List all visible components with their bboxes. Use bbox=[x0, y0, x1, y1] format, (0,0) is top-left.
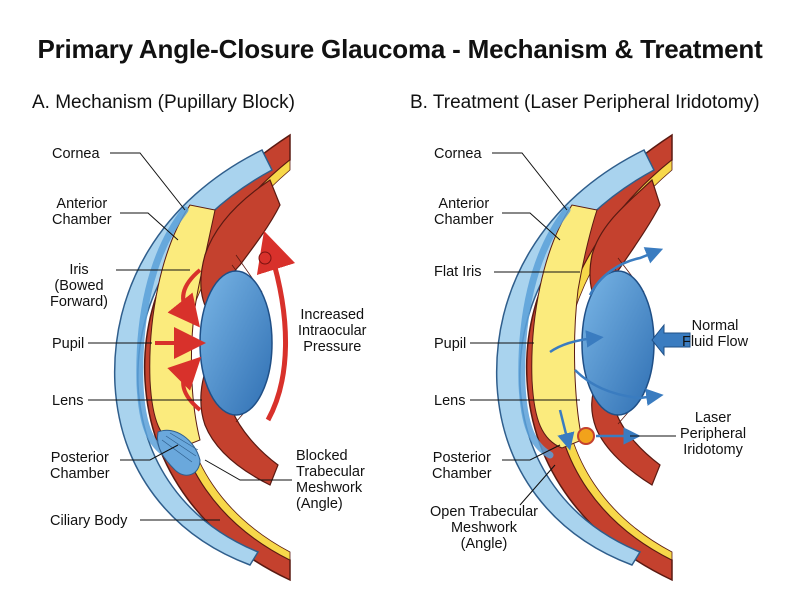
label-lens-b: Lens bbox=[434, 393, 466, 409]
label-anterior-chamber-a: Anterior Chamber bbox=[52, 196, 112, 228]
eye-diagram-b bbox=[470, 133, 691, 582]
flow-arrow-2 bbox=[549, 330, 604, 354]
pressure-dot bbox=[258, 251, 272, 265]
cornea-b bbox=[495, 148, 655, 566]
flow-arrow-4 bbox=[557, 409, 575, 451]
label-anterior-chamber-b: Anterior Chamber bbox=[434, 196, 494, 228]
label-posterior-chamber-a: Posterior Chamber bbox=[50, 450, 110, 482]
label-ciliary-body-a: Ciliary Body bbox=[50, 513, 128, 529]
eye-diagram-a bbox=[88, 133, 296, 582]
label-open-meshwork-b: Open Trabecular Meshwork (Angle) bbox=[430, 504, 539, 552]
label-normal-fluid-flow: Normal Fluid Flow bbox=[682, 318, 749, 350]
page-title: Primary Angle-Closure Glaucoma - Mechani… bbox=[37, 34, 763, 64]
label-cornea-a: Cornea bbox=[52, 146, 100, 162]
label-iris-a: Iris (Bowed Forward) bbox=[50, 262, 109, 310]
block-arrow-3 bbox=[167, 356, 202, 412]
label-cornea-b: Cornea bbox=[434, 146, 482, 162]
cornea-a bbox=[113, 148, 273, 566]
label-pupil-a: Pupil bbox=[52, 336, 85, 352]
lens-a bbox=[199, 270, 273, 416]
label-flat-iris-b: Flat Iris bbox=[434, 264, 482, 280]
label-laser-iridotomy: Laser Peripheral Iridotomy bbox=[680, 410, 747, 458]
anterior-chamber-rim-a bbox=[136, 206, 189, 459]
flow-arrow-1 bbox=[588, 247, 664, 296]
iridotomy-spot bbox=[577, 427, 595, 445]
anterior-chamber-rim-b bbox=[518, 206, 571, 459]
block-arrow-1 bbox=[167, 268, 202, 328]
label-pupil-b: Pupil bbox=[434, 336, 467, 352]
panel-a-title: A. Mechanism (Pupillary Block) bbox=[32, 92, 295, 113]
label-posterior-chamber-b: Posterior Chamber bbox=[432, 450, 492, 482]
panel-b-title: B. Treatment (Laser Peripheral Iridotomy… bbox=[410, 92, 760, 113]
pressure-arrow bbox=[256, 230, 296, 422]
normal-flow-pointer bbox=[651, 323, 691, 357]
flow-arrow-3 bbox=[574, 369, 664, 406]
label-increased-pressure: Increased Intraocular Pressure bbox=[298, 307, 367, 355]
label-lens-a: Lens bbox=[52, 393, 84, 409]
label-blocked-meshwork: Blocked Trabecular Meshwork (Angle) bbox=[296, 448, 365, 512]
